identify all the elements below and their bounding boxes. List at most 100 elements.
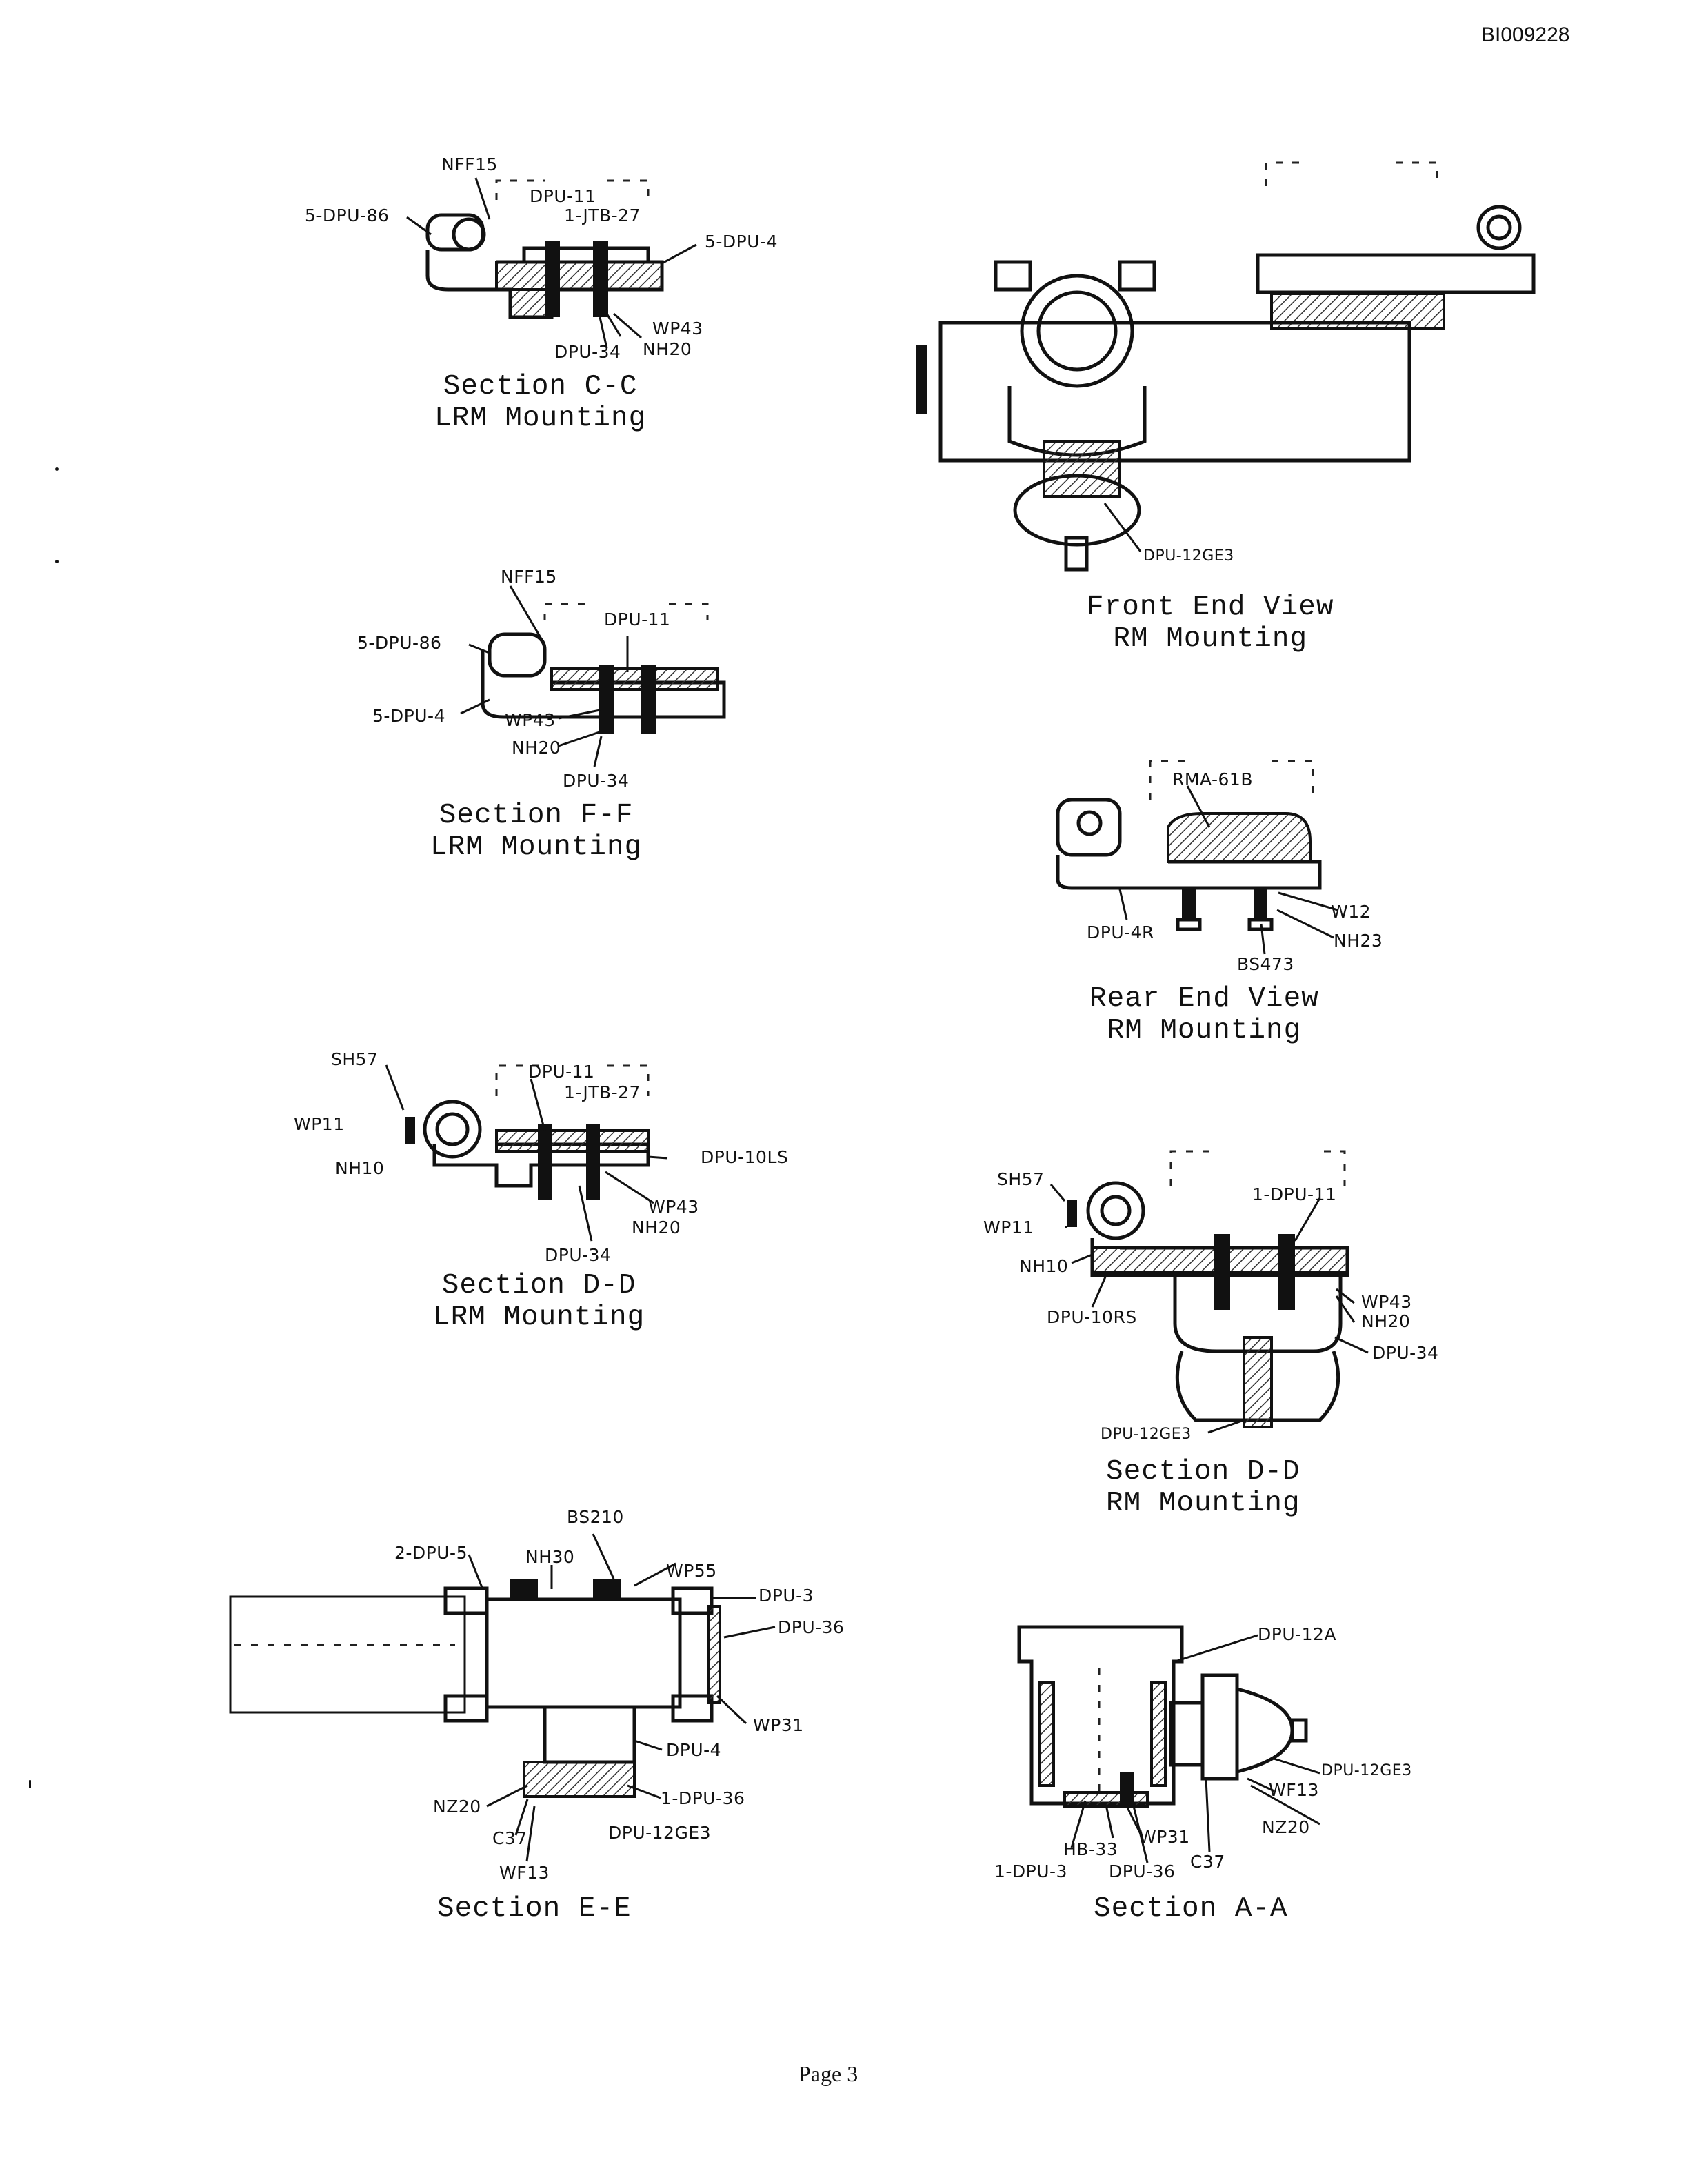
label-dpu-12ge3: DPU-12GE3 bbox=[608, 1823, 712, 1843]
figure-section-ee: BS210 2-DPU-5 NH30 WP55 DPU-3 DPU-36 WP3… bbox=[0, 0, 844, 1972]
label-wp43: WP43 bbox=[1361, 1292, 1412, 1312]
label-nh20: NH20 bbox=[632, 1217, 681, 1237]
label-hb-33: HB-33 bbox=[1063, 1839, 1118, 1859]
label-bs210: BS210 bbox=[567, 1507, 624, 1527]
caption-subtitle: LRM Mounting bbox=[434, 403, 647, 434]
label-1-dpu-3: 1-DPU-3 bbox=[994, 1861, 1067, 1881]
figure-section-ff: NFF15 DPU-11 5-DPU-86 5-DPU-4 WP43 NH20 … bbox=[0, 0, 844, 882]
label-2-dpu-5: 2-DPU-5 bbox=[394, 1543, 468, 1563]
caption-subtitle: RM Mounting bbox=[1107, 1015, 1302, 1046]
label-dpu-34: DPU-34 bbox=[545, 1245, 612, 1265]
figure-section-aa: DPU-12A DPU-12GE3 WF13 NZ20 HB-33 WP31 C… bbox=[844, 0, 1688, 1972]
label-nh20: NH20 bbox=[643, 339, 692, 359]
caption-rear-end-view: Rear End View RM Mounting bbox=[1089, 983, 1319, 1046]
label-wp31: WP31 bbox=[1139, 1827, 1190, 1847]
label-dpu-34: DPU-34 bbox=[1372, 1343, 1439, 1363]
label-1-dpu-36: 1-DPU-36 bbox=[661, 1788, 745, 1808]
figure-front-end-view: DPU-12GE3 Front End View RM Mounting bbox=[844, 0, 1688, 676]
label-1-jtb-27: 1-JTB-27 bbox=[564, 205, 641, 225]
caption-section-dd-rm: Section D-D RM Mounting bbox=[1106, 1456, 1300, 1519]
label-dpu-4r: DPU-4R bbox=[1087, 922, 1154, 942]
label-nh30: NH30 bbox=[525, 1547, 575, 1567]
section-ff-drawing bbox=[460, 585, 726, 767]
label-5-dpu-4: 5-DPU-4 bbox=[372, 706, 445, 726]
caption-section-ff: Section F-F LRM Mounting bbox=[430, 800, 642, 863]
label-c37: C37 bbox=[1190, 1852, 1225, 1872]
label-wf13: WF13 bbox=[1269, 1780, 1319, 1800]
label-wp31: WP31 bbox=[753, 1715, 804, 1735]
caption-title: Section D-D bbox=[1106, 1456, 1300, 1488]
caption-title: Section E-E bbox=[437, 1893, 632, 1925]
figure-section-dd-rm: SH57 1-DPU-11 WP11 NH10 WP43 DPU-10RS NH… bbox=[844, 0, 1688, 1530]
label-dpu-36: DPU-36 bbox=[1109, 1861, 1176, 1881]
label-5-dpu-86: 5-DPU-86 bbox=[305, 205, 390, 225]
caption-title: Section A-A bbox=[1094, 1893, 1288, 1925]
label-dpu-36: DPU-36 bbox=[778, 1617, 845, 1637]
label-wf13: WF13 bbox=[499, 1863, 550, 1883]
label-nff15: NFF15 bbox=[441, 154, 498, 174]
page-number: Page 3 bbox=[798, 2061, 858, 2086]
label-wp11: WP11 bbox=[983, 1217, 1034, 1237]
label-nff15: NFF15 bbox=[501, 567, 557, 587]
label-sh57: SH57 bbox=[331, 1049, 379, 1069]
label-nh10: NH10 bbox=[1019, 1256, 1069, 1276]
label-dpu-12a: DPU-12A bbox=[1258, 1624, 1337, 1644]
label-nh10: NH10 bbox=[335, 1158, 385, 1178]
section-ee-drawing bbox=[229, 1533, 776, 1862]
label-wp43: WP43 bbox=[648, 1197, 699, 1217]
label-dpu-11: DPU-11 bbox=[528, 1062, 595, 1082]
label-dpu-10rs: DPU-10RS bbox=[1047, 1307, 1137, 1327]
caption-section-ee: Section E-E bbox=[437, 1893, 632, 1925]
label-dpu-12ge3: DPU-12GE3 bbox=[1321, 1762, 1412, 1779]
section-aa-drawing bbox=[1017, 1625, 1320, 1863]
label-dpu-34: DPU-34 bbox=[554, 342, 621, 362]
label-nh23: NH23 bbox=[1334, 931, 1383, 951]
label-5-dpu-4: 5-DPU-4 bbox=[705, 232, 778, 252]
caption-title: Section C-C bbox=[443, 371, 638, 403]
label-wp55: WP55 bbox=[666, 1561, 717, 1581]
label-wp11: WP11 bbox=[294, 1114, 345, 1134]
caption-section-aa: Section A-A bbox=[1094, 1893, 1288, 1925]
caption-title: Section D-D bbox=[441, 1270, 636, 1302]
page-mark bbox=[29, 1780, 31, 1788]
label-bs473: BS473 bbox=[1237, 954, 1294, 974]
label-c37: C37 bbox=[492, 1828, 528, 1848]
label-wp43: WP43 bbox=[505, 710, 556, 730]
section-dd-lrm-drawing bbox=[385, 1064, 668, 1242]
caption-subtitle: RM Mounting bbox=[1106, 1488, 1300, 1519]
page-mark bbox=[55, 467, 59, 471]
label-nh20: NH20 bbox=[512, 738, 561, 758]
label-nz20: NZ20 bbox=[1262, 1817, 1310, 1837]
figure-section-cc: NFF15 DPU-11 1-JTB-27 5-DPU-86 5-DPU-4 W… bbox=[0, 0, 844, 441]
label-1-jtb-27: 1-JTB-27 bbox=[564, 1082, 641, 1102]
label-5-dpu-86: 5-DPU-86 bbox=[357, 633, 442, 653]
label-dpu-12ge3: DPU-12GE3 bbox=[1101, 1426, 1192, 1443]
label-dpu-3: DPU-3 bbox=[758, 1586, 814, 1606]
label-sh57: SH57 bbox=[997, 1169, 1045, 1189]
label-dpu-10ls: DPU-10LS bbox=[701, 1147, 789, 1167]
caption-subtitle: RM Mounting bbox=[1113, 623, 1308, 655]
label-rma-61b: RMA-61B bbox=[1172, 769, 1253, 789]
caption-front-end-view: Front End View RM Mounting bbox=[1087, 592, 1334, 655]
label-w12: W12 bbox=[1331, 902, 1372, 922]
label-wp43: WP43 bbox=[652, 318, 703, 338]
figure-rear-end-view: RMA-61B W12 DPU-4R NH23 BS473 Rear End V… bbox=[844, 0, 1688, 1062]
figure-section-dd-lrm: SH57 DPU-11 1-JTB-27 WP11 NH10 DPU-10LS … bbox=[0, 0, 844, 1351]
label-dpu-4: DPU-4 bbox=[666, 1740, 722, 1760]
label-dpu-11: DPU-11 bbox=[604, 609, 671, 629]
label-dpu-12ge3: DPU-12GE3 bbox=[1143, 547, 1234, 565]
caption-title: Section F-F bbox=[439, 800, 634, 831]
caption-section-cc: Section C-C LRM Mounting bbox=[434, 371, 646, 434]
section-dd-rm-drawing bbox=[1049, 1150, 1369, 1434]
label-dpu-34: DPU-34 bbox=[563, 771, 630, 791]
page-mark bbox=[55, 560, 59, 563]
caption-section-dd-lrm: Section D-D LRM Mounting bbox=[433, 1270, 645, 1333]
section-cc-drawing bbox=[406, 177, 697, 349]
label-1-dpu-11: 1-DPU-11 bbox=[1252, 1184, 1337, 1204]
document-id: BI009228 bbox=[1481, 23, 1570, 46]
caption-title: Rear End View bbox=[1089, 983, 1319, 1015]
label-nh20: NH20 bbox=[1361, 1311, 1411, 1331]
caption-title: Front End View bbox=[1087, 592, 1334, 623]
rear-end-view-drawing bbox=[1056, 760, 1338, 955]
front-end-view-drawing bbox=[916, 161, 1536, 572]
